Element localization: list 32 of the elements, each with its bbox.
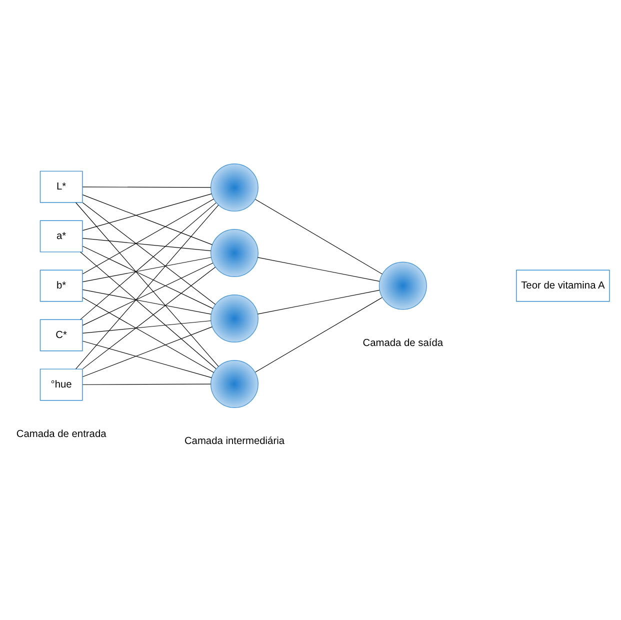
connector: [255, 296, 382, 372]
node-box: °hue: [40, 368, 83, 400]
node-box: a*: [40, 220, 83, 252]
node-box: Teor de vitamina A: [516, 269, 610, 302]
connector: [257, 256, 380, 282]
connector: [82, 238, 212, 251]
connector: [82, 262, 214, 326]
connector: [257, 289, 380, 314]
connector: [82, 194, 212, 244]
connector: [255, 198, 382, 274]
connector: [82, 340, 212, 378]
node-circle: [378, 261, 427, 310]
node-circle: [210, 228, 258, 277]
label: Camada de saída: [362, 337, 444, 348]
connector: [82, 296, 214, 372]
node-box: b*: [40, 269, 83, 302]
connector: [82, 193, 212, 230]
node-circle: [210, 294, 258, 342]
connector: [82, 245, 214, 308]
connector: [82, 256, 212, 282]
connector: [82, 326, 212, 376]
connector: [82, 383, 212, 384]
node-box: L*: [40, 170, 83, 202]
connector: [82, 288, 212, 314]
connector: [82, 198, 214, 274]
connector: [82, 320, 212, 334]
node-circle: [210, 163, 258, 212]
node-box: C*: [40, 318, 83, 351]
label: Camada de entrada: [16, 428, 106, 440]
label: Camada intermediária: [184, 436, 285, 447]
connector: [82, 186, 212, 188]
node-circle: [210, 359, 258, 408]
